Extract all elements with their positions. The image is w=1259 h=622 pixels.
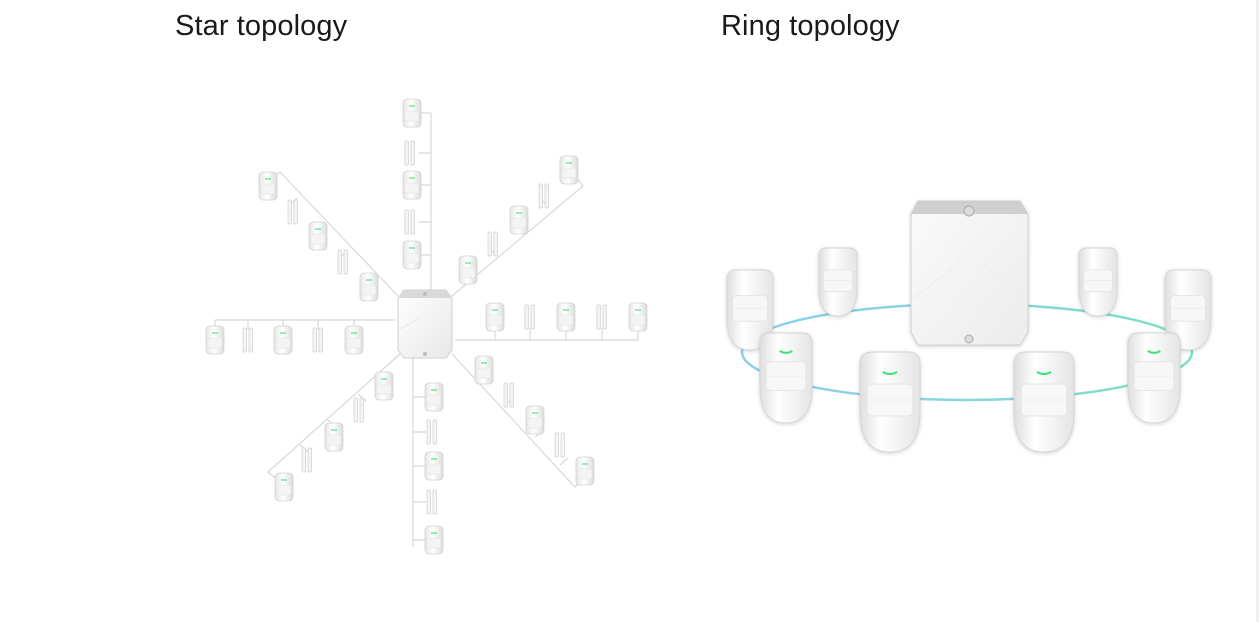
door-sensor-icon xyxy=(287,199,298,225)
right-edge-divider xyxy=(1256,0,1259,622)
motion-detector-icon xyxy=(575,456,595,486)
motion-detector-icon xyxy=(374,371,394,401)
door-sensor-icon xyxy=(242,327,253,353)
motion-detector-icon xyxy=(258,171,278,201)
motion-detector-icon xyxy=(402,170,422,200)
door-sensor-icon xyxy=(353,397,364,423)
motion-detector-icon xyxy=(474,355,494,385)
door-sensor-icon xyxy=(404,209,415,235)
motion-detector-icon xyxy=(485,302,505,332)
motion-detector-icon xyxy=(344,325,364,355)
motion-detector-icon xyxy=(205,325,225,355)
ring-motion-detector-icon xyxy=(1127,332,1181,424)
motion-detector-icon xyxy=(359,272,379,302)
motion-detector-icon xyxy=(509,205,529,235)
ring-connection-loop xyxy=(740,302,1194,402)
door-sensor-icon xyxy=(487,231,498,257)
ring-hub xyxy=(910,200,1029,346)
motion-detector-icon xyxy=(324,422,344,452)
door-sensor-icon xyxy=(554,432,565,458)
ring-motion-detector-icon xyxy=(1078,247,1118,317)
star-topology-diagram xyxy=(205,98,648,555)
ring-motion-detector-icon xyxy=(759,332,813,424)
motion-detector-icon xyxy=(424,451,444,481)
ring-motion-detector-icon xyxy=(1164,269,1212,351)
ring-topology-title: Ring topology xyxy=(721,10,900,42)
motion-detector-icon xyxy=(274,472,294,502)
door-sensor-icon xyxy=(538,183,549,209)
door-sensor-icon xyxy=(426,419,437,445)
star-hub xyxy=(397,289,453,359)
motion-detector-icon xyxy=(402,98,422,128)
motion-detector-icon xyxy=(273,325,293,355)
motion-detector-icon xyxy=(424,525,444,555)
door-sensor-icon xyxy=(426,489,437,515)
motion-detector-icon xyxy=(525,405,545,435)
ring-motion-detector-icon xyxy=(726,269,774,351)
ring-motion-detector-icon xyxy=(1013,351,1075,453)
star-topology-title: Star topology xyxy=(175,10,348,42)
door-sensor-icon xyxy=(524,304,535,330)
motion-detector-icon xyxy=(559,155,579,185)
motion-detector-icon xyxy=(424,382,444,412)
ring-motion-detector-icon xyxy=(818,247,858,317)
motion-detector-icon xyxy=(308,221,328,251)
motion-detector-icon xyxy=(458,255,478,285)
ring-motion-detector-icon xyxy=(859,351,921,453)
motion-detector-icon xyxy=(402,240,422,270)
door-sensor-icon xyxy=(404,140,415,166)
door-sensor-icon xyxy=(596,304,607,330)
door-sensor-icon xyxy=(337,249,348,275)
door-sensor-icon xyxy=(312,327,323,353)
door-sensor-icon xyxy=(301,447,312,473)
door-sensor-icon xyxy=(503,382,514,408)
motion-detector-icon xyxy=(556,302,576,332)
motion-detector-icon xyxy=(628,302,648,332)
